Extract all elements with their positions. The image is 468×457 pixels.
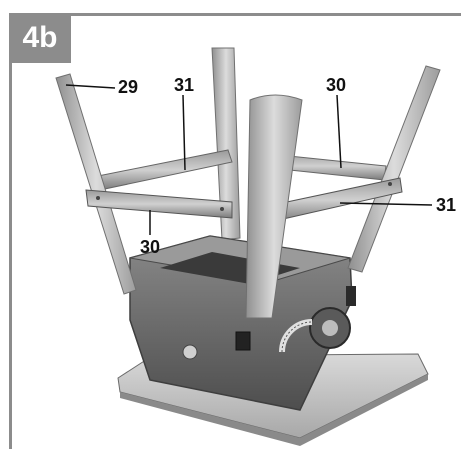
- figure-number-badge: 4b: [9, 13, 71, 63]
- leg-front-left: [55, 73, 137, 295]
- callout-leaders: [65, 84, 433, 235]
- rail-rear-left: [97, 149, 233, 191]
- rail-front-left: [85, 189, 233, 219]
- leg-front-right: [347, 65, 441, 273]
- frame-top-border: [9, 13, 461, 16]
- leg-back-center: [211, 47, 241, 241]
- frame-left-border: [9, 13, 12, 449]
- callout-29: 29: [118, 77, 139, 97]
- saw-housing: [129, 235, 356, 411]
- callout-30-left: 30: [140, 237, 161, 257]
- callout-31-left: 31: [174, 75, 195, 95]
- leg-front-center: [245, 94, 303, 319]
- callout-31-right: 31: [436, 195, 457, 215]
- callout-30-top: 30: [326, 75, 347, 95]
